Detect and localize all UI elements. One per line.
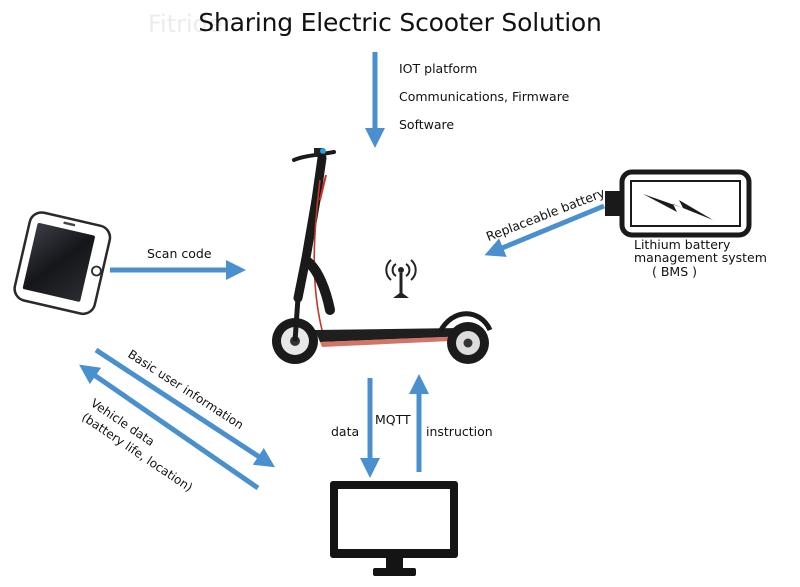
bms-label-1: Lithium battery <box>634 237 731 252</box>
iot-line-2: Communications, Firmware <box>399 89 570 104</box>
battery-icon <box>605 169 752 238</box>
diagram-title: Sharing Electric Scooter Solution <box>198 8 602 37</box>
lightning-icon <box>643 194 713 220</box>
monitor-icon <box>330 481 458 576</box>
iot-line-3: Software <box>399 117 455 132</box>
data-label: data <box>331 424 360 439</box>
scooter-icon <box>272 148 493 364</box>
antenna-icon <box>385 259 417 298</box>
iot-line-1: IOT platform <box>399 61 478 76</box>
user-info-arrow <box>94 347 276 468</box>
smartphone-icon <box>13 211 112 316</box>
bms-label-3: ( BMS ) <box>652 264 697 279</box>
vehicle-data-arrow <box>79 364 260 491</box>
bms-label-2: management system <box>634 250 767 265</box>
scan-code-label: Scan code <box>147 246 212 261</box>
battery-arrow <box>484 203 605 257</box>
mqtt-label: MQTT <box>375 412 411 427</box>
instruction-label: instruction <box>426 424 493 439</box>
watermark-text: Fitrider <box>148 10 233 38</box>
